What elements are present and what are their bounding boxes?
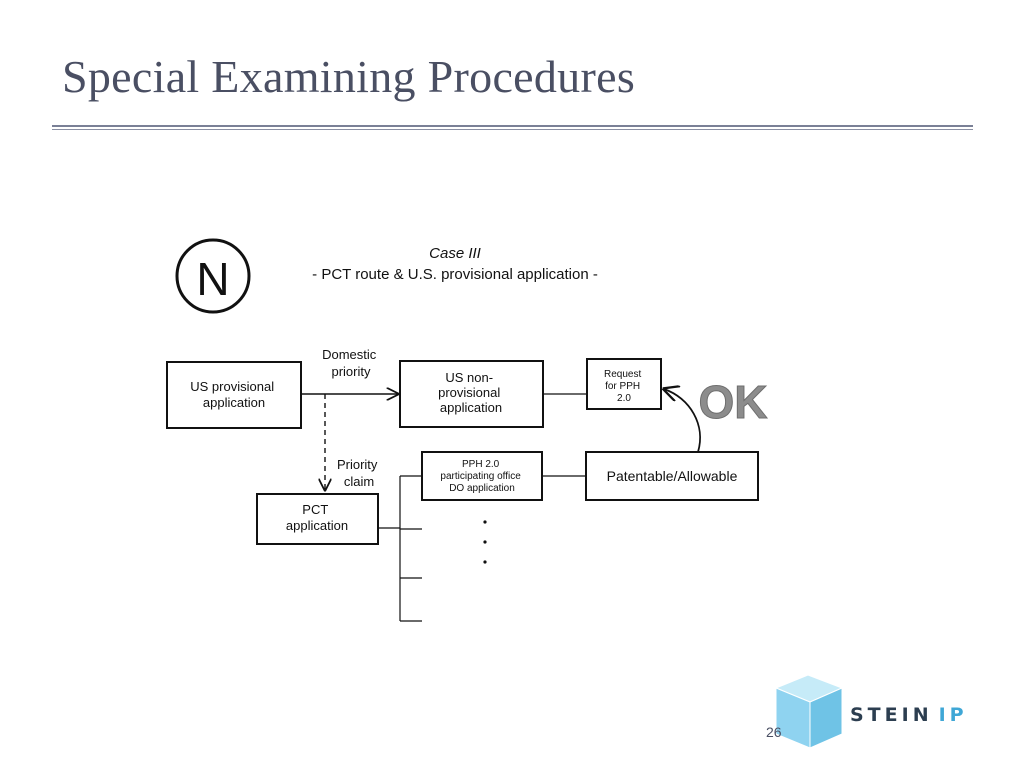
case-subtitle: - PCT route & U.S. provisional applicati…: [312, 266, 598, 283]
logo-name: STEIN: [850, 704, 933, 726]
pph-do-application-box: [421, 451, 543, 501]
allowable-to-request-arrow: [664, 389, 701, 453]
ellipsis-dot: [483, 520, 487, 524]
us-provisional-box: [166, 361, 302, 429]
patentable-box: [585, 451, 759, 501]
stein-ip-logo-icon: [774, 674, 844, 749]
ok-label: OK: [699, 376, 768, 428]
ellipsis-dot: [483, 560, 487, 564]
patentable-label: Patentable/Allowable: [607, 468, 738, 484]
us-provisional-label: US provisional application: [190, 379, 277, 410]
title-divider: [52, 125, 973, 127]
title-divider-thin: [52, 129, 973, 130]
priority-claim-label: Priority claim: [337, 457, 381, 489]
case-badge-circle: [175, 238, 251, 314]
request-pph-label: Request for PPH 2.0: [604, 369, 644, 404]
case-title: Case III: [429, 245, 481, 262]
pct-application-label: PCT application: [286, 502, 348, 533]
domestic-priority-label: Domestic priority: [322, 347, 380, 379]
page-number: 26: [766, 724, 782, 740]
logo-suffix: IP: [938, 704, 968, 726]
pct-application-box: [256, 493, 379, 545]
slide-title: Special Examining Procedures: [62, 51, 636, 102]
request-pph-box: [586, 358, 662, 410]
case-badge-letter: N: [196, 253, 229, 305]
us-nonprovisional-label: US non- provisional application: [438, 370, 504, 415]
ellipsis-dot: [483, 540, 487, 544]
pph-do-application-label: PPH 2.0 participating office DO applicat…: [440, 459, 523, 494]
